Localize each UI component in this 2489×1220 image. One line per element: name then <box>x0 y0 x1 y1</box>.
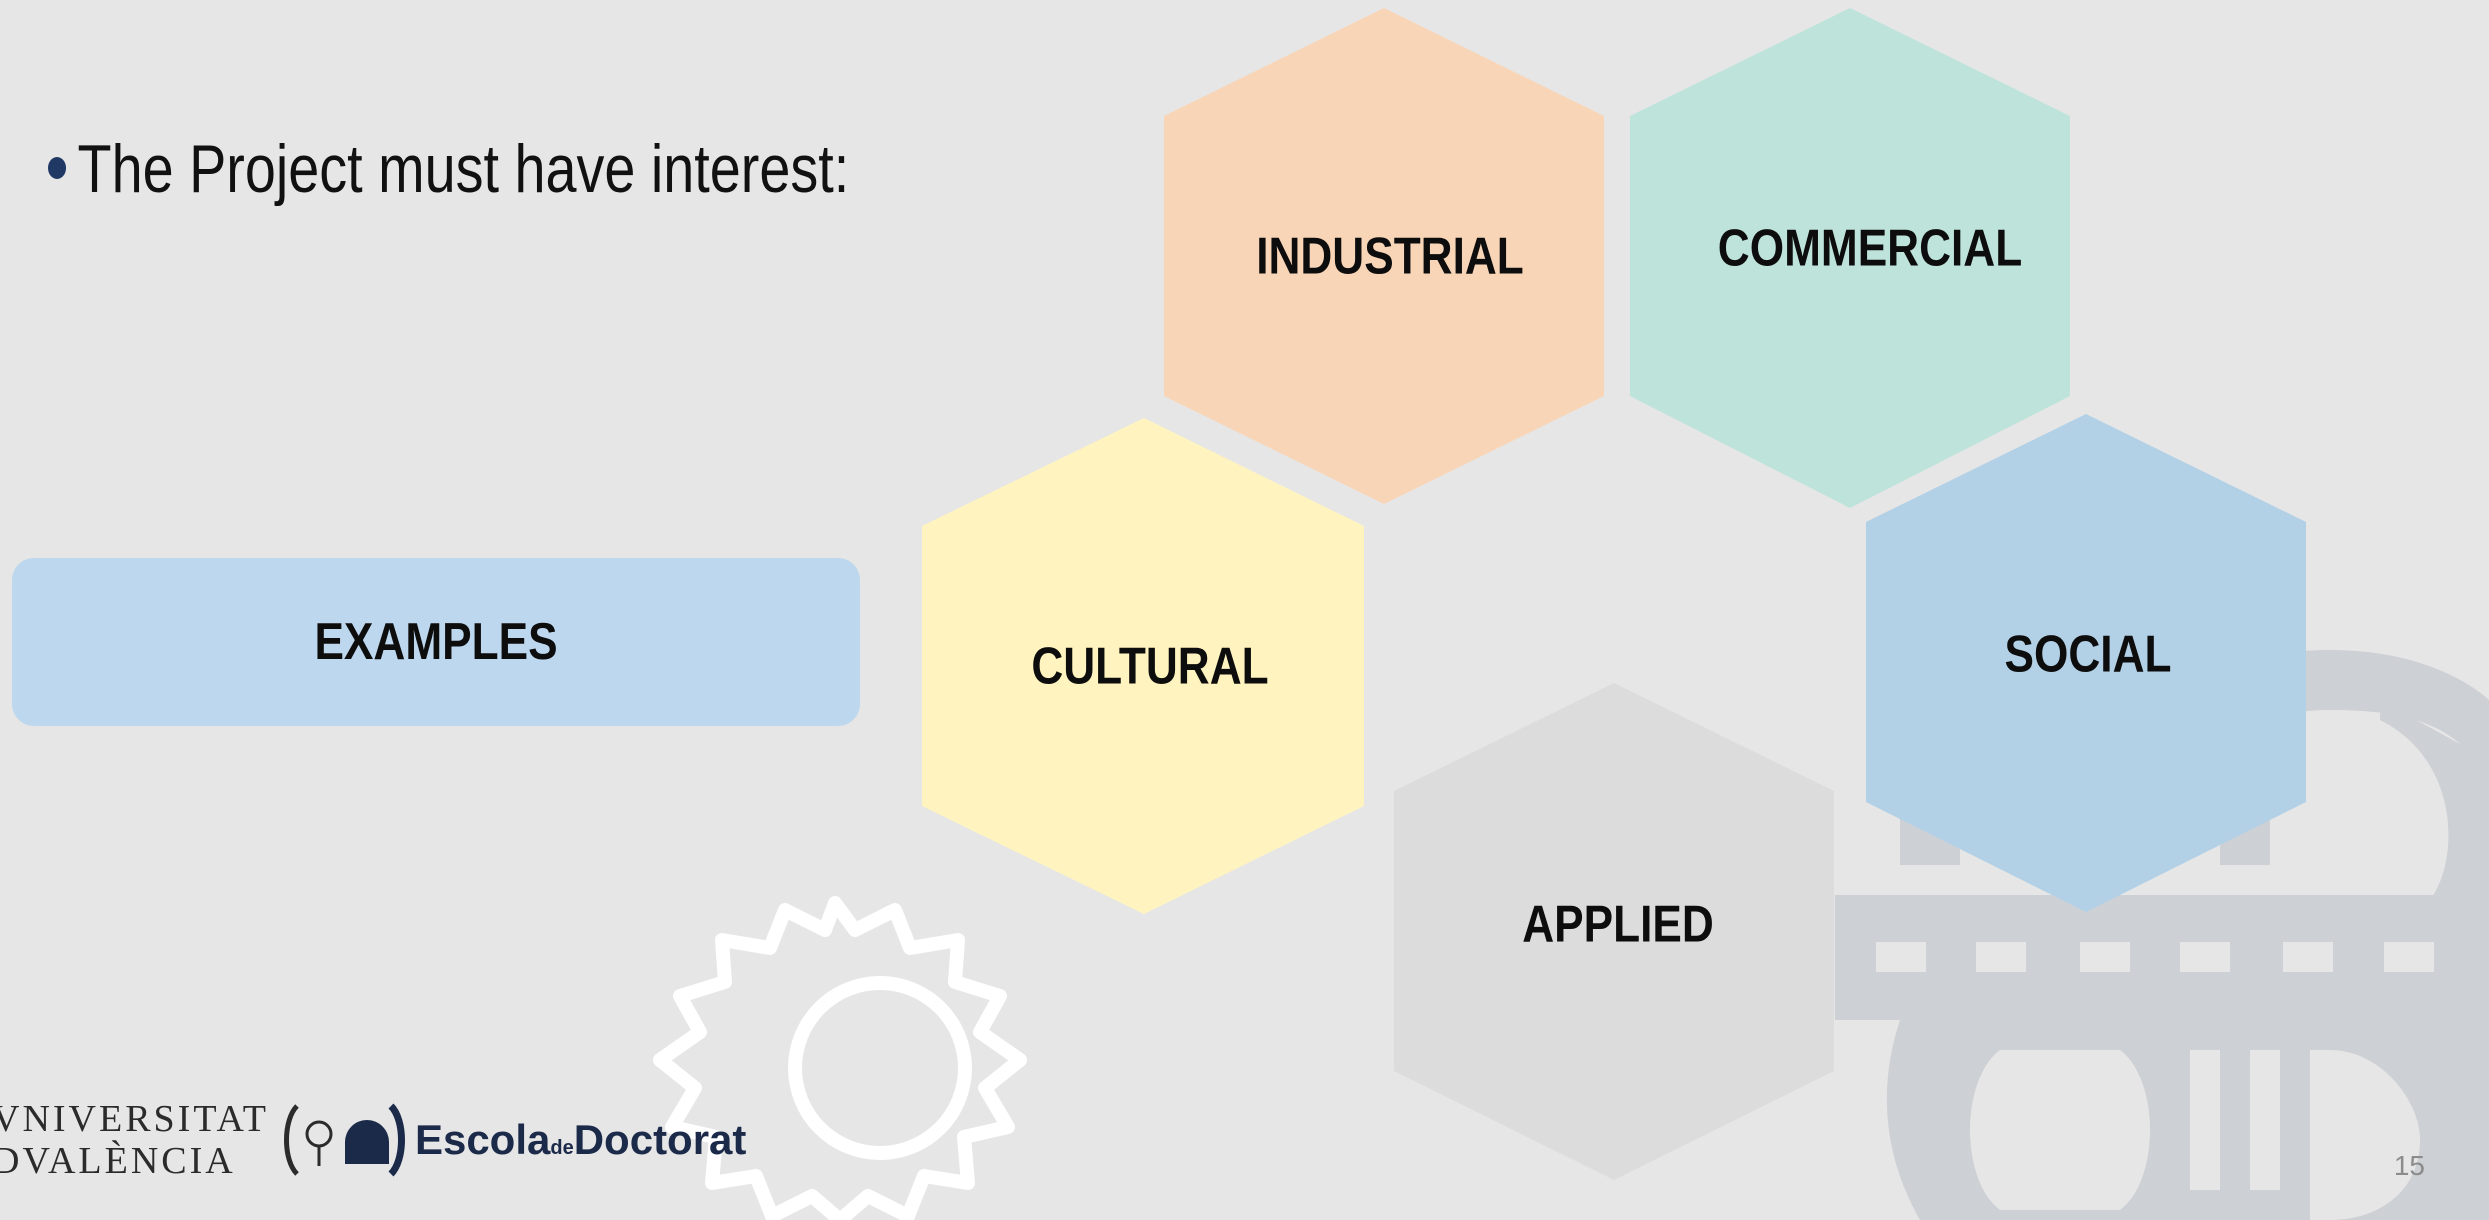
university-name-line-1: VNIVERSITAT <box>0 1098 269 1140</box>
hexagon-industrial: INDUSTRIAL <box>1164 8 1604 504</box>
hexagon-applied-shape <box>1394 683 1834 1180</box>
hexagon-commercial-label: COMMERCIAL <box>1718 219 2022 277</box>
hexagon-social-label: SOCIAL <box>2005 625 2172 683</box>
de-word: de <box>550 1137 574 1159</box>
escola-emblem-icon <box>284 1103 405 1177</box>
hexagon-commercial: COMMERCIAL <box>1630 8 2070 508</box>
university-logo: VNIVERSITAT DVALÈNCIA EscoladeDoctorat <box>0 1090 746 1190</box>
bullet-dot-icon <box>48 157 67 180</box>
bullet-item: The Project must have interest: <box>48 130 849 208</box>
examples-label: EXAMPLES <box>314 613 558 671</box>
hexagon-industrial-label: INDUSTRIAL <box>1256 227 1524 285</box>
doctorat-word: Doctorat <box>573 1116 747 1163</box>
hexagon-social-shape <box>1866 414 2306 912</box>
hexagon-cultural-label: CULTURAL <box>1031 637 1268 695</box>
hexagon-cultural: CULTURAL <box>922 418 1364 914</box>
escola-doctorat-wordmark: EscoladeDoctorat <box>415 1116 746 1164</box>
hexagon-applied: APPLIED <box>1394 683 1834 1180</box>
examples-box: EXAMPLES <box>12 558 860 726</box>
bullet-text: The Project must have interest: <box>77 131 850 207</box>
university-name: VNIVERSITAT DVALÈNCIA <box>0 1098 269 1182</box>
hexagon-cultural-shape <box>922 418 1364 914</box>
hexagon-applied-label: APPLIED <box>1522 895 1714 953</box>
hexagon-social: SOCIAL <box>1866 414 2306 912</box>
page-number: 15 <box>2393 1150 2425 1181</box>
hexagon-industrial-shape <box>1164 8 1604 504</box>
gear-icon <box>653 896 1027 1220</box>
hexagon-commercial-shape <box>1630 8 2070 508</box>
escola-word: Escola <box>414 1116 551 1163</box>
university-name-line-2: DVALÈNCIA <box>0 1140 236 1182</box>
